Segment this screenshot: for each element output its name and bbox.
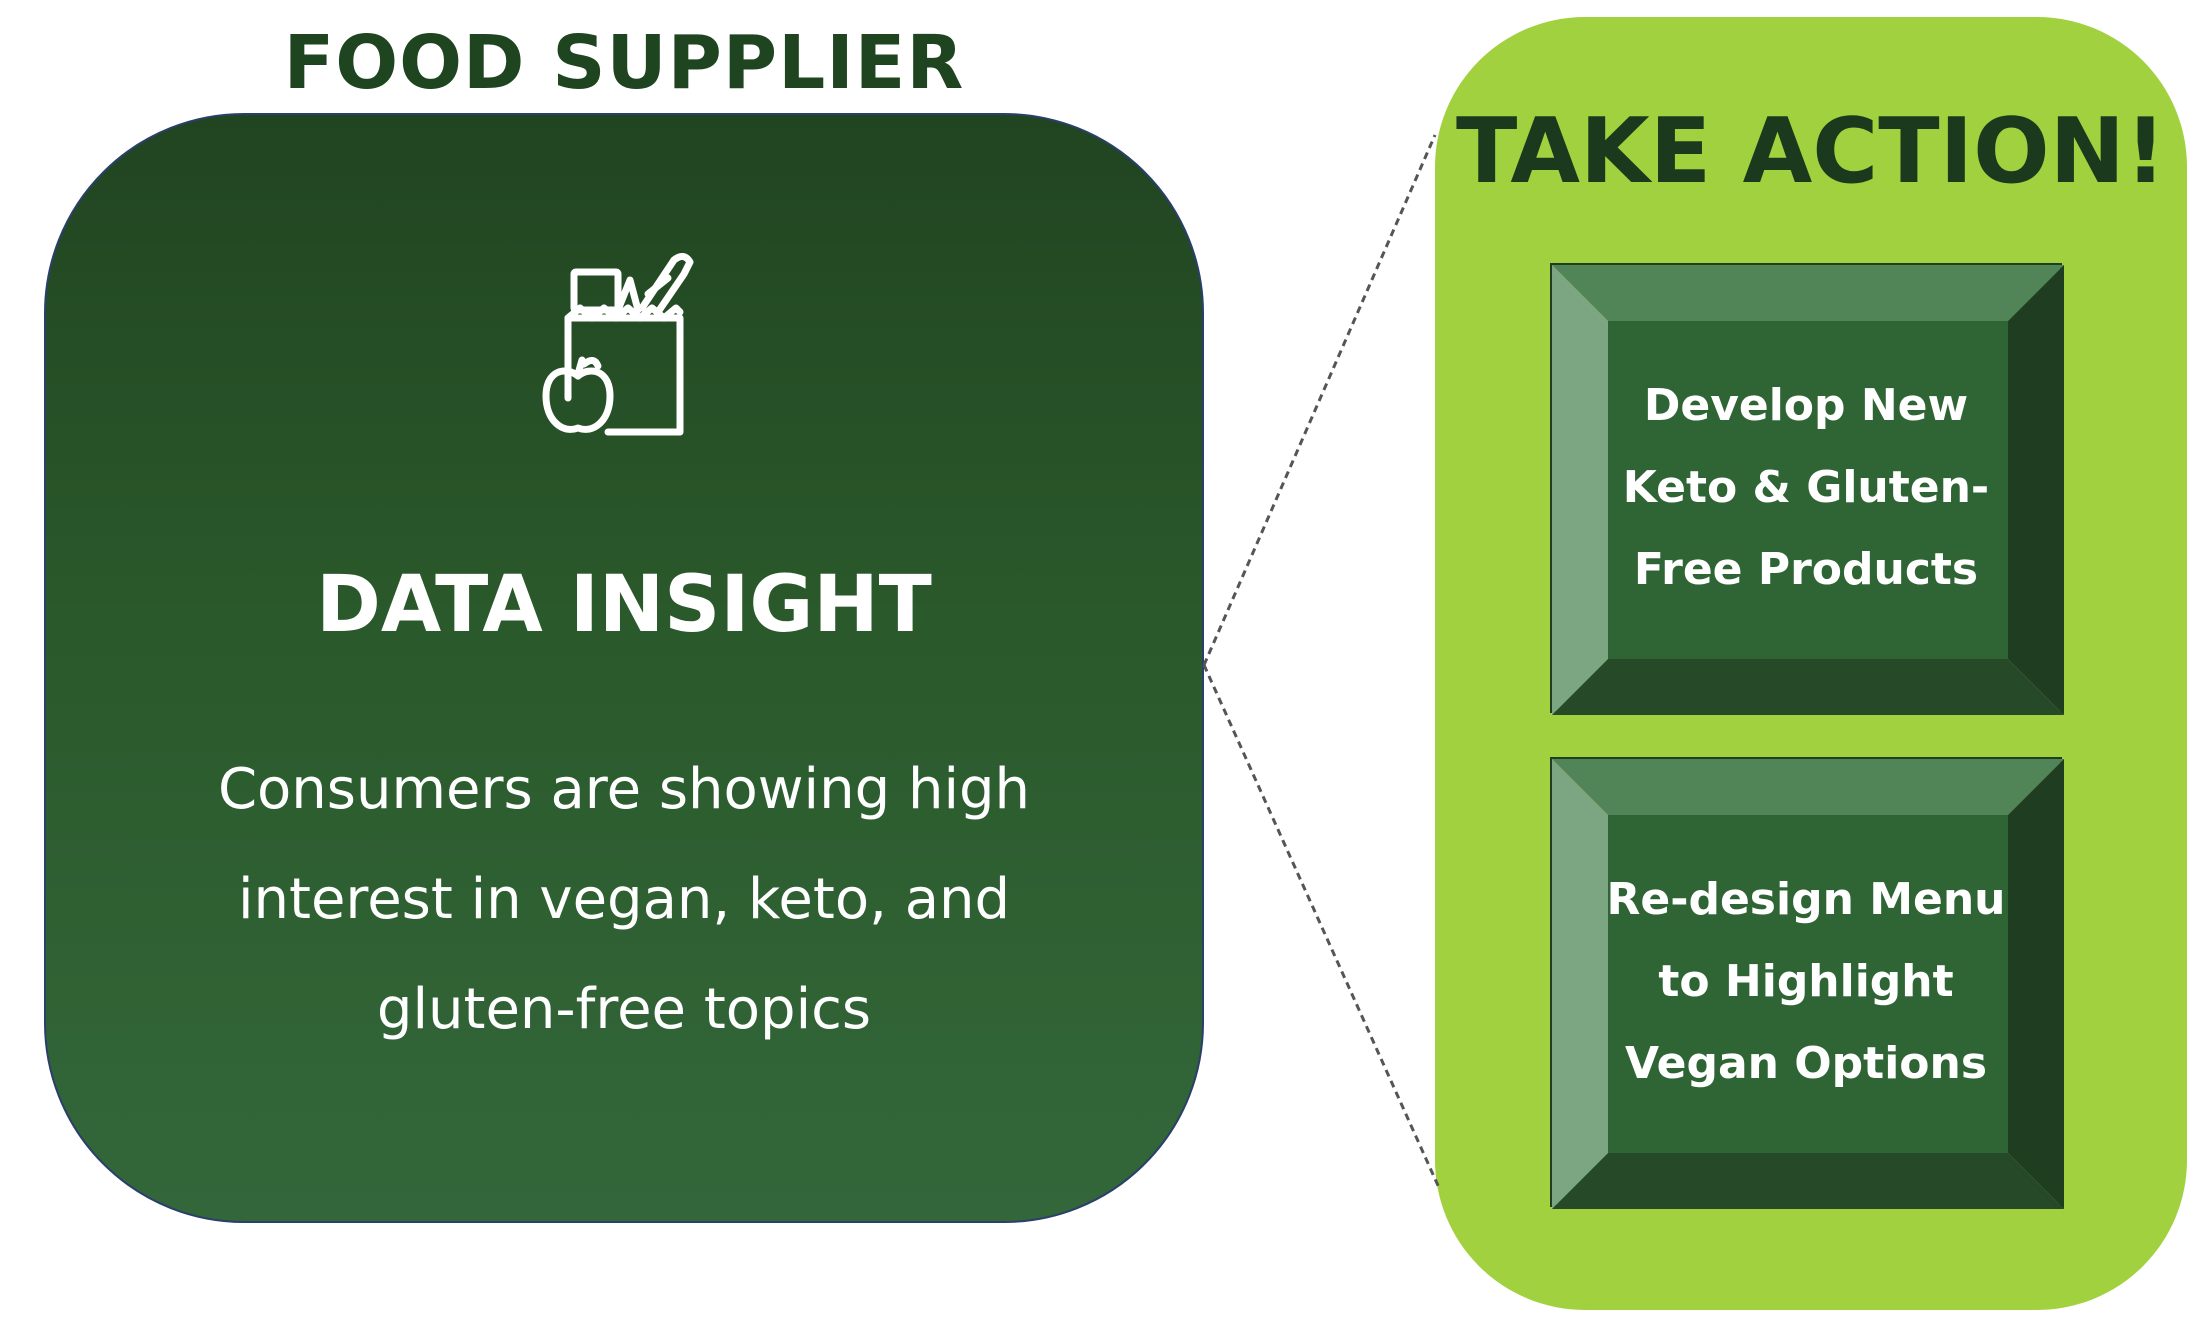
grocery-bag-icon	[542, 253, 694, 436]
data-insight-title: DATA INSIGHT	[316, 560, 932, 650]
action-card-keto-gluten-free: Develop New Keto & Gluten-Free Products	[1550, 263, 2064, 715]
bevel-frame	[1552, 265, 2064, 715]
take-action-title: TAKE ACTION!	[1455, 99, 2167, 204]
food-supplier-title: FOOD SUPPLIER	[283, 20, 965, 106]
action-card-vegan-menu: Re-design Menu to Highlight Vegan Option…	[1550, 757, 2064, 1209]
action-label: Re-design Menu to Highlight Vegan Option…	[1606, 874, 2006, 1089]
data-insight-text: Consumers are showing high interest in v…	[217, 757, 1031, 1042]
action-label: Develop New Keto & Gluten-Free Products	[1622, 380, 1990, 595]
bevel-frame	[1552, 759, 2064, 1209]
